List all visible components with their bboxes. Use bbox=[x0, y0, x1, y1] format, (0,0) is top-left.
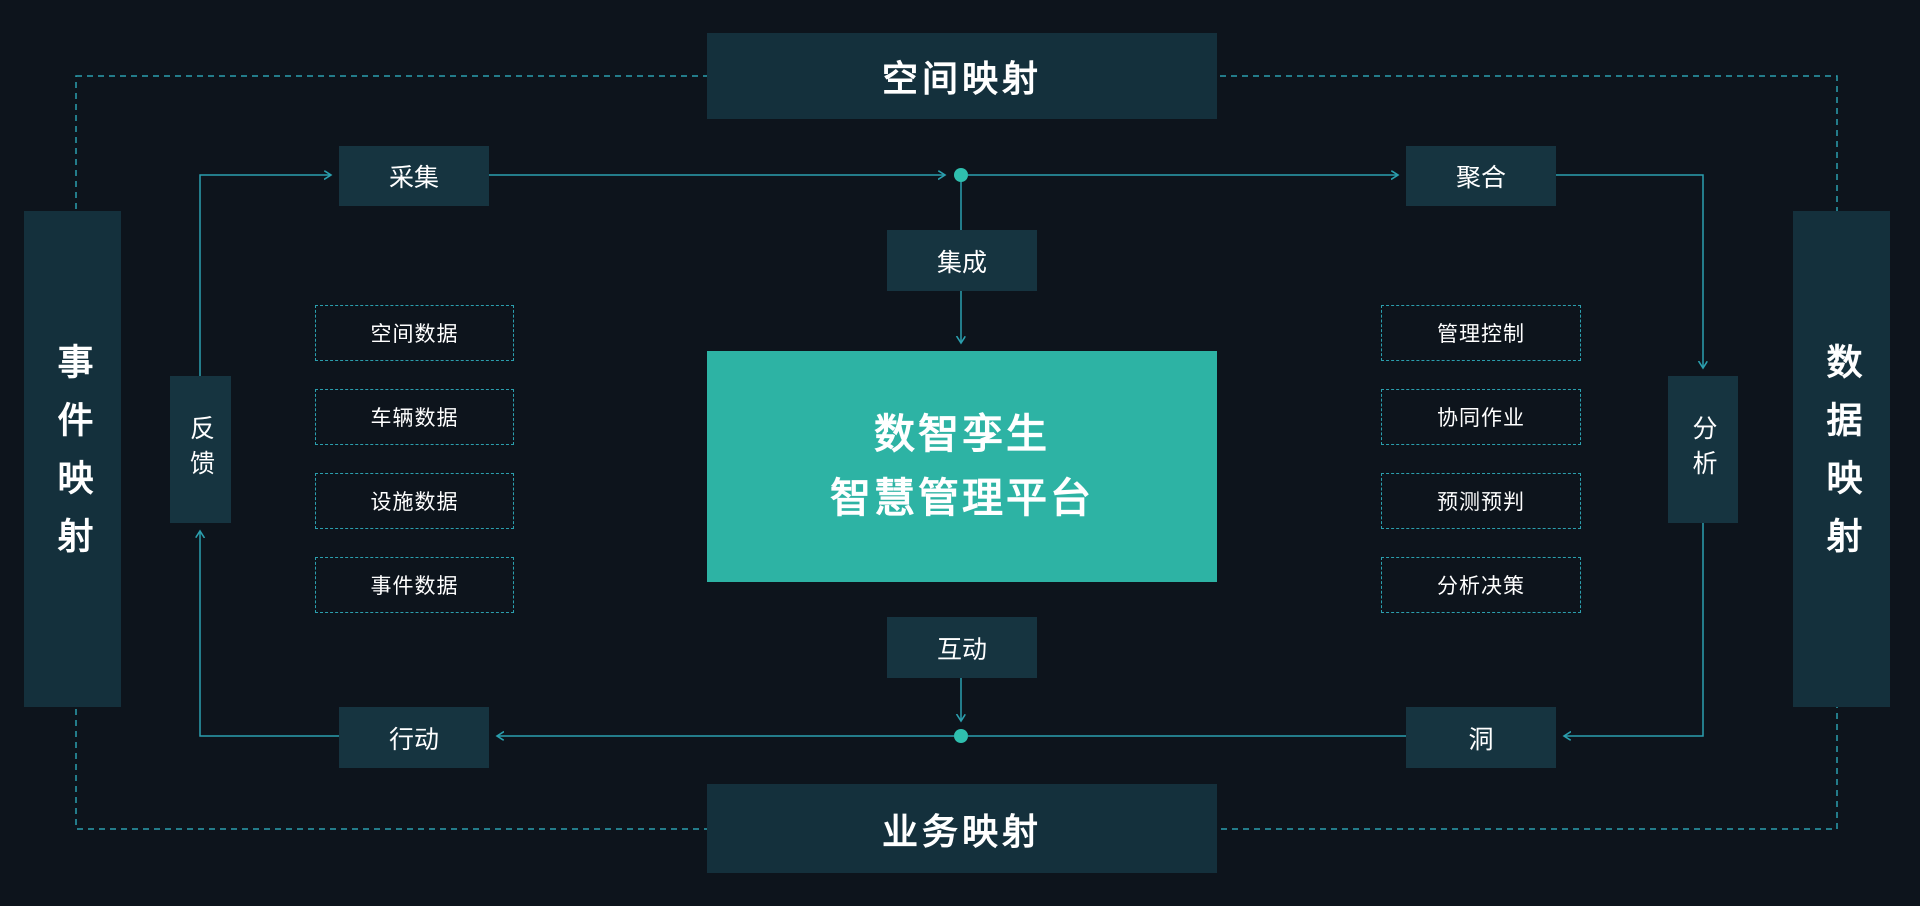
capability-item-analysis-decision-label: 分析决策 bbox=[1437, 575, 1525, 598]
node-collect-label: 采集 bbox=[388, 164, 439, 192]
node-integrate-label: 集成 bbox=[936, 248, 987, 277]
outer-box-spatial-mapping-label: 空间映射 bbox=[881, 58, 1042, 99]
outer-box-event-mapping: 事件映射 bbox=[24, 211, 121, 707]
capability-item-management-control: 管理控制 bbox=[1381, 305, 1581, 361]
node-insight-label: 洞 bbox=[1468, 725, 1494, 754]
data-item-facility: 设施数据 bbox=[315, 473, 514, 529]
node-aggregate: 聚合 bbox=[1406, 146, 1556, 206]
outer-box-data-mapping: 数据映射 bbox=[1793, 211, 1890, 707]
capability-item-analysis-decision: 分析决策 bbox=[1381, 557, 1581, 613]
data-item-vehicle-label: 车辆数据 bbox=[370, 407, 459, 430]
data-item-spatial-label: 空间数据 bbox=[370, 323, 459, 346]
data-item-facility-label: 设施数据 bbox=[370, 491, 459, 514]
node-interact: 互动 bbox=[887, 617, 1037, 678]
data-item-event: 事件数据 bbox=[315, 557, 514, 613]
capability-item-prediction: 预测预判 bbox=[1381, 473, 1581, 529]
node-action: 行动 bbox=[339, 707, 489, 768]
node-collect: 采集 bbox=[339, 146, 489, 206]
node-feedback-label: 反馈 bbox=[186, 414, 215, 485]
capability-item-prediction-label: 预测预判 bbox=[1437, 491, 1525, 514]
node-insight: 洞 bbox=[1406, 707, 1556, 768]
node-feedback: 反馈 bbox=[170, 376, 231, 523]
outer-box-spatial-mapping: 空间映射 bbox=[707, 33, 1217, 119]
data-item-spatial: 空间数据 bbox=[315, 305, 514, 361]
capability-item-collaboration-label: 协同作业 bbox=[1437, 407, 1525, 430]
center-platform: 数智孪生 智慧管理平台 bbox=[707, 351, 1217, 582]
node-action-label: 行动 bbox=[388, 725, 439, 754]
node-integrate: 集成 bbox=[887, 230, 1037, 291]
node-analyze-label: 分析 bbox=[1689, 414, 1717, 485]
center-platform-title-line1: 数智孪生 bbox=[874, 410, 1050, 457]
outer-box-data-mapping-label: 数据映射 bbox=[1821, 343, 1863, 575]
junction-dot-bottom bbox=[954, 729, 968, 743]
data-item-event-label: 事件数据 bbox=[370, 575, 459, 598]
node-interact-label: 互动 bbox=[936, 635, 987, 664]
capability-item-management-control-label: 管理控制 bbox=[1437, 323, 1525, 346]
node-aggregate-label: 聚合 bbox=[1455, 164, 1506, 192]
center-platform-title-line2: 智慧管理平台 bbox=[830, 474, 1094, 521]
junction-dot-top bbox=[954, 168, 968, 182]
capability-item-collaboration: 协同作业 bbox=[1381, 389, 1581, 445]
node-analyze: 分析 bbox=[1668, 376, 1738, 523]
outer-box-business-mapping: 业务映射 bbox=[707, 784, 1217, 873]
outer-box-event-mapping-label: 事件映射 bbox=[52, 343, 94, 575]
data-item-vehicle: 车辆数据 bbox=[315, 389, 514, 445]
outer-box-business-mapping-label: 业务映射 bbox=[881, 810, 1042, 852]
